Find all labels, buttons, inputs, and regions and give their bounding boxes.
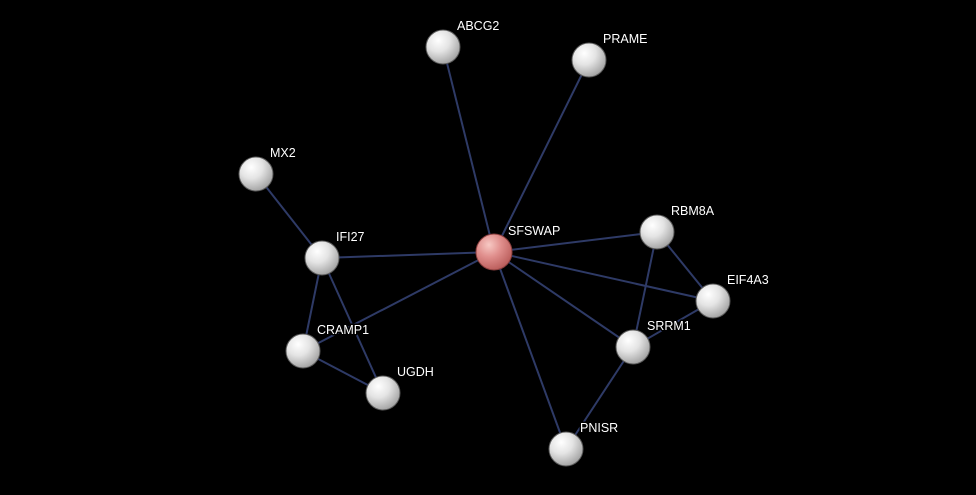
edge-RBM8A-SRRM1[interactable] bbox=[632, 231, 658, 348]
node-sphere-PRAME[interactable] bbox=[571, 42, 607, 78]
node-sphere-EIF4A3[interactable] bbox=[695, 283, 731, 319]
node-label-PNISR: PNISR bbox=[580, 421, 618, 435]
edge-MX2-IFI27[interactable] bbox=[255, 173, 323, 259]
edge-SFSWAP-CRAMP1[interactable] bbox=[302, 251, 495, 352]
node-SRRM1[interactable]: SRRM1 bbox=[615, 318, 692, 365]
edge-PRAME-SFSWAP[interactable] bbox=[493, 59, 590, 253]
node-label-SFSWAP: SFSWAP bbox=[508, 224, 560, 238]
edge-IFI27-SFSWAP[interactable] bbox=[321, 251, 495, 259]
node-label-RBM8A: RBM8A bbox=[671, 204, 715, 218]
node-EIF4A3[interactable]: EIF4A3 bbox=[695, 272, 770, 319]
node-CRAMP1[interactable]: CRAMP1 bbox=[285, 322, 371, 369]
node-label-MX2: MX2 bbox=[270, 146, 296, 160]
node-sphere-RBM8A[interactable] bbox=[639, 214, 675, 250]
node-label-PRAME: PRAME bbox=[603, 32, 647, 46]
node-MX2[interactable]: MX2 bbox=[238, 145, 297, 192]
edge-SFSWAP-PNISR[interactable] bbox=[493, 251, 567, 450]
edge-SRRM1-PNISR[interactable] bbox=[565, 346, 634, 450]
node-sphere-SFSWAP[interactable] bbox=[475, 233, 513, 271]
node-sphere-PNISR[interactable] bbox=[548, 431, 584, 467]
node-label-EIF4A3: EIF4A3 bbox=[727, 273, 769, 287]
node-label-UGDH: UGDH bbox=[397, 365, 434, 379]
node-PNISR[interactable]: PNISR bbox=[548, 420, 620, 467]
node-sphere-UGDH[interactable] bbox=[365, 375, 401, 411]
node-PRAME[interactable]: PRAME bbox=[571, 31, 649, 78]
edge-SFSWAP-RBM8A[interactable] bbox=[493, 231, 658, 253]
node-label-IFI27: IFI27 bbox=[336, 230, 365, 244]
node-UGDH[interactable]: UGDH bbox=[365, 364, 435, 411]
node-sphere-CRAMP1[interactable] bbox=[285, 333, 321, 369]
node-RBM8A[interactable]: RBM8A bbox=[639, 203, 716, 250]
node-IFI27[interactable]: IFI27 bbox=[304, 229, 366, 276]
edge-ABCG2-SFSWAP[interactable] bbox=[442, 46, 495, 253]
node-sphere-MX2[interactable] bbox=[238, 156, 274, 192]
node-sphere-IFI27[interactable] bbox=[304, 240, 340, 276]
node-ABCG2[interactable]: ABCG2 bbox=[425, 18, 501, 65]
node-sphere-SRRM1[interactable] bbox=[615, 329, 651, 365]
node-sphere-ABCG2[interactable] bbox=[425, 29, 461, 65]
edge-SFSWAP-SRRM1[interactable] bbox=[493, 251, 634, 348]
edge-SFSWAP-EIF4A3[interactable] bbox=[493, 251, 714, 302]
node-label-ABCG2: ABCG2 bbox=[457, 19, 499, 33]
